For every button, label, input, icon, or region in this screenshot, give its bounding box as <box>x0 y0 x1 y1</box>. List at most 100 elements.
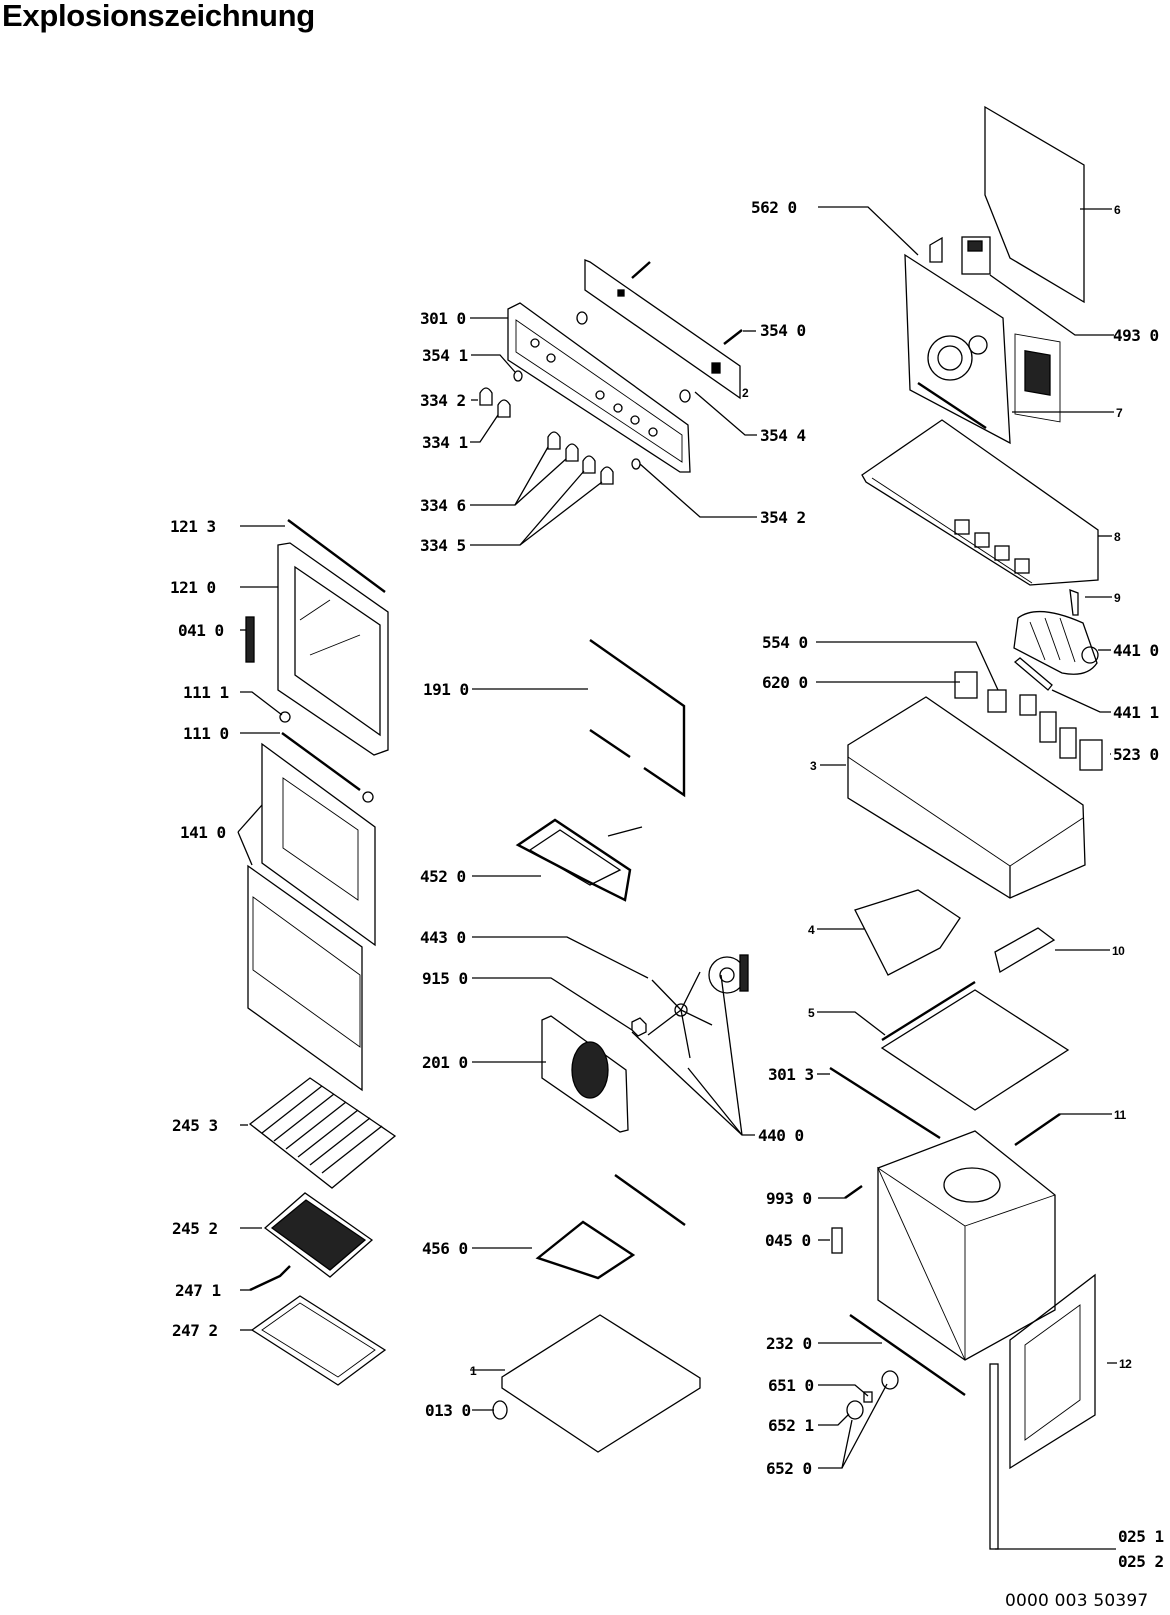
fan-blade-443-0 <box>647 971 713 1059</box>
wire-shelf-245-3 <box>248 1077 397 1189</box>
control-housing-3 <box>847 696 1086 899</box>
rod <box>321 1125 383 1174</box>
leader-651-0 <box>818 1384 869 1397</box>
label-334-1: 334 1 <box>422 433 468 452</box>
fascia-hole <box>530 338 540 348</box>
label-position-12: 12 <box>1119 1357 1132 1371</box>
label-013-0: 013 0 <box>425 1401 471 1420</box>
knob-334-6a <box>547 431 561 450</box>
knob-334-6b <box>565 443 579 462</box>
rod <box>285 1101 347 1150</box>
pcb-component <box>617 289 625 297</box>
label-554-0: 554 0 <box>762 633 808 652</box>
switch-523-0c <box>1059 727 1077 759</box>
top-cover-cutout <box>994 545 1010 561</box>
label-915-0: 915 0 <box>422 969 468 988</box>
leader-334-5a <box>470 470 585 546</box>
fan-fin <box>1044 617 1061 661</box>
knob-334-2 <box>479 387 493 406</box>
label-position-4: 4 <box>808 923 815 937</box>
control-panel-fascia <box>507 302 691 473</box>
inner-door-frame-12 <box>1009 1273 1096 1470</box>
fascia-hole <box>630 415 640 425</box>
label-334-6: 334 6 <box>420 496 466 515</box>
back-plate-slot <box>917 381 987 430</box>
glass-panel-141-0a <box>261 742 376 947</box>
rear-upper-parts <box>861 105 1099 616</box>
label-245-3: 245 3 <box>172 1116 218 1135</box>
fan-nut-915-0 <box>631 1017 647 1037</box>
foot-013-0 <box>492 1400 508 1420</box>
wire-shelf-rods <box>261 1085 383 1174</box>
fan-motor-hub <box>1081 646 1099 664</box>
leader-141-0b <box>237 831 253 866</box>
label-position-8: 8 <box>1114 530 1121 544</box>
leader-334-1 <box>470 414 499 443</box>
bracket-10 <box>994 927 1056 974</box>
inner-door-121-0 <box>277 542 389 756</box>
label-232-0: 232 0 <box>766 1334 812 1353</box>
label-354-4: 354 4 <box>760 426 806 445</box>
glass-panel-window <box>252 896 361 1048</box>
leader-141-0a <box>237 804 263 833</box>
label-position-3: 3 <box>810 759 817 773</box>
handle-mount-111-1 <box>279 711 291 723</box>
strip-11 <box>1014 1113 1061 1146</box>
label-301-0: 301 0 <box>420 309 466 328</box>
control-panel-parts <box>479 259 743 485</box>
fascia-hole <box>648 427 658 437</box>
grill-rack-mesh <box>270 1199 367 1271</box>
leader-441-1 <box>1051 689 1111 713</box>
housing-edge <box>1009 817 1084 867</box>
indicator-lens-354-2 <box>631 458 641 470</box>
label-301-3: 301 3 <box>768 1065 814 1084</box>
handle-mount <box>362 791 374 803</box>
label-191-0: 191 0 <box>423 680 469 699</box>
sensor-562-0 <box>929 236 943 263</box>
label-652-0: 652 0 <box>766 1459 812 1478</box>
label-position-7: 7 <box>1116 406 1123 420</box>
bracket-9 <box>1069 589 1079 616</box>
leader-lines <box>237 206 1117 1550</box>
fan-opening-inner <box>937 345 963 371</box>
fan-cover-201-0 <box>541 1015 629 1133</box>
fan-blade <box>680 1009 691 1059</box>
leader-334-6a <box>470 446 549 506</box>
door-trim-025 <box>989 1363 999 1550</box>
bottom-element-terminal <box>614 1174 686 1226</box>
leader-443-0 <box>472 936 649 979</box>
leader-5 <box>817 1011 886 1036</box>
oven-cavity <box>877 1130 1056 1361</box>
leader-354-4 <box>694 391 757 436</box>
label-440-0: 440 0 <box>758 1126 804 1145</box>
knob-334-5b <box>600 466 614 485</box>
top-cover-cutout <box>954 519 970 535</box>
oven-door-parts <box>245 519 389 1092</box>
rod <box>261 1085 323 1134</box>
back-plate-7 <box>904 253 1011 445</box>
leader-554-0 <box>816 641 999 691</box>
fascia-inner-frame <box>515 319 683 463</box>
leader-111-1 <box>240 691 283 716</box>
hinge-041-0 <box>245 616 255 663</box>
label-993-0: 993 0 <box>766 1189 812 1208</box>
label-247-2: 247 2 <box>172 1321 218 1340</box>
cavity-parts <box>829 889 1096 1550</box>
grill-element-452-0 <box>515 818 632 902</box>
label-position-5: 5 <box>808 1006 815 1020</box>
switch-523-0b <box>1039 711 1057 743</box>
terminal-top <box>967 240 983 252</box>
leader-915-0 <box>472 977 633 1031</box>
fan-motor-back <box>739 954 749 992</box>
bottom-element-456-0 <box>535 1220 636 1280</box>
lamp-holder-652-0 <box>881 1370 899 1390</box>
baking-tray-inner <box>261 1302 376 1378</box>
label-247-1: 247 1 <box>175 1281 221 1300</box>
leader-652-0b <box>841 1383 888 1469</box>
housing-edge <box>847 756 1011 867</box>
inner-door-window <box>294 565 381 737</box>
label-523-0: 523 0 <box>1113 745 1159 764</box>
door-strip-121-3 <box>287 519 386 593</box>
interior-parts <box>492 639 749 1453</box>
